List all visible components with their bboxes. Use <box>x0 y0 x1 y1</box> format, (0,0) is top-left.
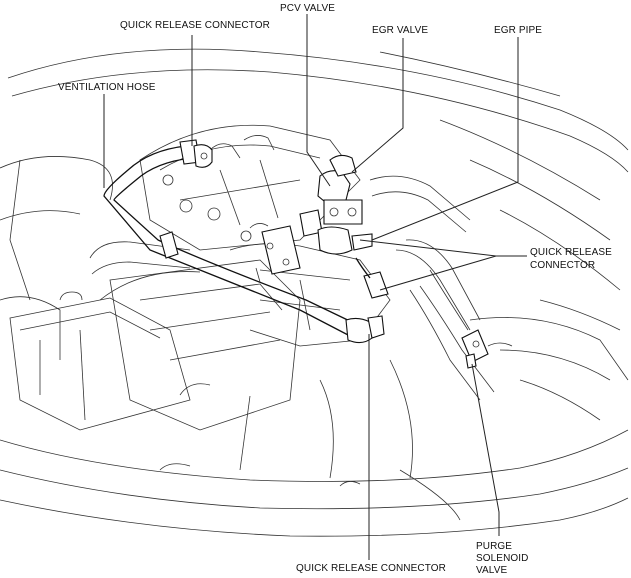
quick-release-connector-top-part <box>193 144 213 168</box>
leader-lines <box>103 14 527 560</box>
engine-bay-outline <box>0 48 629 537</box>
purge-solenoid-valve-part <box>461 329 513 369</box>
label-ventilation-hose: VENTILATION HOSE <box>58 82 156 93</box>
label-quick-release-connector-right-line1: QUICK RELEASE <box>530 247 612 258</box>
label-quick-release-connector-top: QUICK RELEASE CONNECTOR <box>120 20 270 31</box>
pcv-egr-assembly <box>249 154 389 299</box>
label-quick-release-connector-right-line2: CONNECTOR <box>530 260 595 271</box>
label-egr-valve: EGR VALVE <box>372 25 428 36</box>
label-purge-solenoid-valve-line3: VALVE <box>476 565 507 576</box>
callouts: QUICK RELEASE CONNECTOR PCV VALVE EGR VA… <box>58 3 612 576</box>
ventilation-hose <box>103 139 357 337</box>
label-purge-solenoid-valve-line1: PURGE <box>476 541 512 552</box>
label-quick-release-connector-bottom: QUICK RELEASE CONNECTOR <box>296 563 446 574</box>
label-purge-solenoid-valve-line2: SOLENOID <box>476 553 528 564</box>
quick-release-connector-bottom-part <box>345 315 385 344</box>
label-egr-pipe: EGR PIPE <box>494 25 542 36</box>
label-pcv-valve: PCV VALVE <box>280 3 335 14</box>
